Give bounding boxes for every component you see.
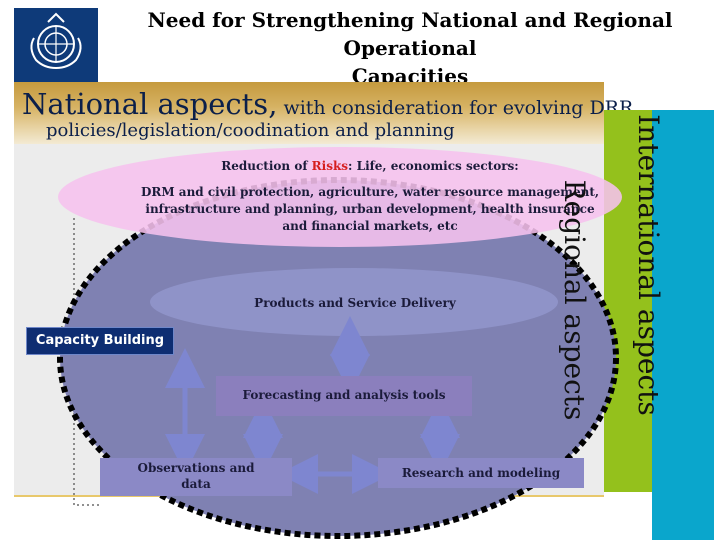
national-heading: National aspects, with consideration for… <box>22 87 633 125</box>
risk-line-4: and financial markets, etc <box>282 219 458 233</box>
risk-ellipse <box>58 147 622 247</box>
national-subheading: policies/legislation/coodination and pla… <box>46 120 455 141</box>
national-heading-cont: with consideration for evolving DRR <box>277 97 634 119</box>
risk-highlight: Risks <box>311 159 349 173</box>
research-label: Research and modeling <box>401 466 561 480</box>
risk-line-1: Reduction of Risks: Life, economics sect… <box>140 158 600 175</box>
title-line-1: Need for Strengthening National and Regi… <box>147 8 673 60</box>
risk-suffix: : Life, economics sectors: <box>348 159 519 173</box>
risk-line-3: infrastructure and planning, urban devel… <box>145 202 595 216</box>
wmo-emblem-icon <box>30 12 82 69</box>
wmo-logo <box>14 8 98 82</box>
risk-line-2: DRM and civil protection, agriculture, w… <box>140 185 600 199</box>
forecasting-box <box>216 376 472 416</box>
observations-line-1: Observations and <box>137 461 255 475</box>
observations-box <box>100 458 292 496</box>
capacity-building-box: Capacity Building <box>26 327 174 355</box>
research-box <box>378 458 584 488</box>
observations-line-2: data <box>181 477 211 491</box>
risk-prefix: Reduction of <box>221 159 312 173</box>
national-heading-main: National aspects, <box>22 87 278 121</box>
products-label: Products and Service Delivery <box>254 296 456 310</box>
observations-label: Observations and data <box>100 460 292 492</box>
national-band <box>14 82 604 144</box>
forecasting-label: Forecasting and analysis tools <box>242 388 446 402</box>
regional-band <box>604 110 652 492</box>
regional-label: Regional aspects <box>558 179 591 421</box>
products-ellipse <box>150 268 558 336</box>
risk-text: Reduction of Risks: Life, economics sect… <box>140 158 600 235</box>
international-band <box>652 110 714 540</box>
international-label: International aspects <box>632 114 665 416</box>
